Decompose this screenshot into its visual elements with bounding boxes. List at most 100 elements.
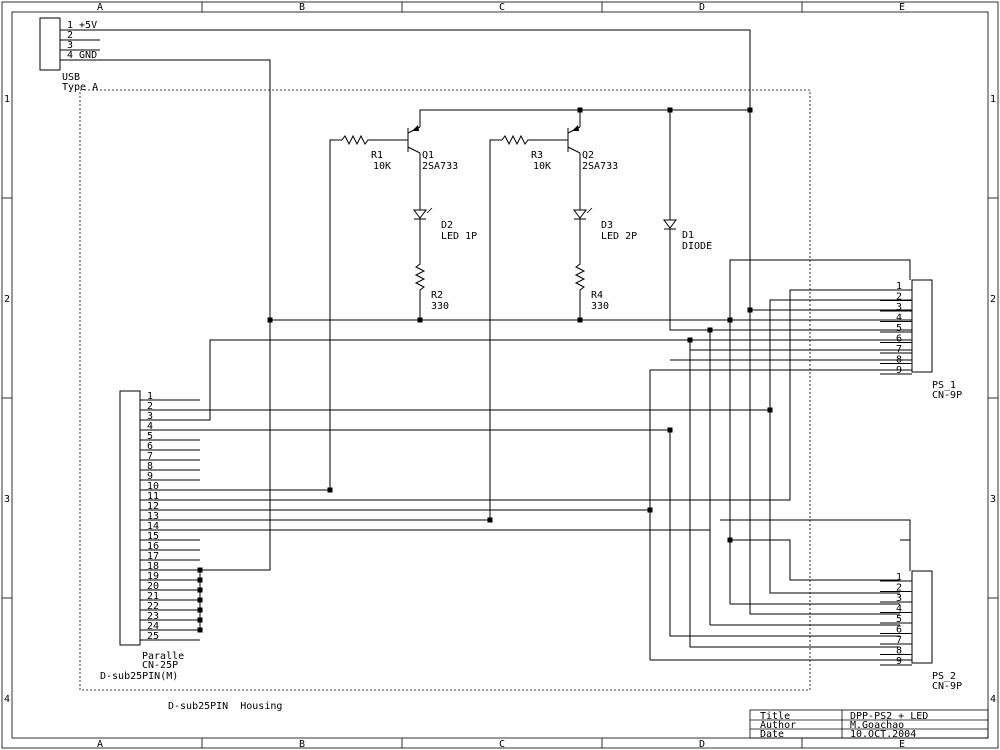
d3-value: LED 2P xyxy=(601,231,637,242)
parallel-pin-6: 6 xyxy=(147,441,153,452)
parallel-pin-18: 18 xyxy=(147,561,159,572)
parallel-pin-11: 11 xyxy=(147,491,159,502)
ps2-label-1: PS_2 xyxy=(932,671,956,682)
housing-label: D-sub25PIN Housing xyxy=(168,701,282,712)
r1-ref: R1 xyxy=(371,150,383,161)
junction-dot xyxy=(747,107,753,113)
row-number-left-2: 2 xyxy=(4,294,10,305)
q1-ref: Q1 xyxy=(422,150,434,161)
ps2-pin-4: 4 xyxy=(896,604,902,615)
ps1-label-2: CN-9P xyxy=(932,390,962,401)
usb-label: USB xyxy=(62,72,80,83)
usb-connector: 1 +5V 2 3 4 GND USB Type A xyxy=(39,17,100,93)
parallel-pin-1: 1 xyxy=(147,391,153,402)
parallel-label-1: Paralle xyxy=(142,651,184,662)
r4-ref: R4 xyxy=(591,290,603,301)
parallel-pin-25: 25 xyxy=(147,631,159,642)
parallel-pin-12: 12 xyxy=(147,501,159,512)
parallel-connector: 1234567891011121314151617181920212223242… xyxy=(100,390,200,682)
r3-value: 10K xyxy=(533,161,551,172)
ps1-pin-1: 1 xyxy=(896,281,902,292)
junction-dot xyxy=(267,317,273,323)
junction-dot xyxy=(727,317,733,323)
col-letter-bottom-c: C xyxy=(499,739,505,750)
junction-dot xyxy=(577,107,583,113)
q2-ref: Q2 xyxy=(582,150,594,161)
ps2-pin-6: 6 xyxy=(896,625,902,636)
housing-outline xyxy=(79,89,811,691)
ps2-pin-7: 7 xyxy=(896,635,902,646)
ps1-pin-2: 2 xyxy=(896,292,902,303)
col-letter-top-d: D xyxy=(699,2,705,13)
junction-dot xyxy=(577,317,583,323)
date-label: Date xyxy=(760,729,784,740)
junction-dot xyxy=(707,327,713,333)
col-letter-top-c: C xyxy=(499,2,505,13)
junction-dot xyxy=(647,507,653,513)
component-labels: R1 10K Q1 2SA733 R3 10K Q2 2SA733 D2 LED… xyxy=(371,150,712,312)
d1-ref: D1 xyxy=(682,230,694,241)
parallel-pin-23: 23 xyxy=(147,611,159,622)
row-number-left-1: 1 xyxy=(4,94,10,105)
ps1-pin-6: 6 xyxy=(896,334,902,345)
col-letter-bottom-a: A xyxy=(97,739,103,750)
title-value: DPP-PS2 + LED xyxy=(850,711,928,722)
r1-value: 10K xyxy=(373,161,391,172)
ps2-pin-2: 2 xyxy=(896,583,902,594)
parallel-pin-24: 24 xyxy=(147,621,159,632)
frame-column-letters: A B C D E A B C D E xyxy=(97,2,905,750)
d2-ref: D2 xyxy=(441,220,453,231)
r3-ref: R3 xyxy=(531,150,543,161)
q1-value: 2SA733 xyxy=(422,161,458,172)
ps2-pin-8: 8 xyxy=(896,646,902,657)
author-label: Author xyxy=(760,720,796,731)
parallel-pin-7: 7 xyxy=(147,451,153,462)
col-letter-top-b: B xyxy=(299,2,305,13)
parallel-pin-10: 10 xyxy=(147,481,159,492)
parallel-pin-4: 4 xyxy=(147,421,153,432)
ps1-pin-5: 5 xyxy=(896,323,902,334)
parallel-pin-13: 13 xyxy=(147,511,159,522)
row-number-right-4: 4 xyxy=(990,694,996,705)
usb-type-label: Type A xyxy=(62,82,98,93)
parallel-pin-8: 8 xyxy=(147,461,153,472)
parallel-label-2: CN-25P xyxy=(142,660,178,671)
usb-pin-3: 3 xyxy=(67,40,73,51)
parallel-pin-21: 21 xyxy=(147,591,159,602)
junction-dot xyxy=(487,517,493,523)
junction-dot xyxy=(747,307,753,313)
r2-value: 330 xyxy=(431,301,449,312)
ps2-pin-1: 1 xyxy=(896,572,902,583)
junction-dot xyxy=(417,317,423,323)
d1-value: DIODE xyxy=(682,241,712,252)
junction-dot xyxy=(727,537,733,543)
ps2-label-2: CN-9P xyxy=(932,681,962,692)
parallel-pin-9: 9 xyxy=(147,471,153,482)
parallel-pin-16: 16 xyxy=(147,541,159,552)
col-letter-bottom-b: B xyxy=(299,739,305,750)
junction-dot xyxy=(767,407,773,413)
d2-value: LED 1P xyxy=(441,231,477,242)
junction-dots xyxy=(197,107,773,633)
parallel-pin-3: 3 xyxy=(147,411,153,422)
ps1-pin-3: 3 xyxy=(896,302,902,313)
col-letter-bottom-e: E xyxy=(899,739,905,750)
ps2-pin-3: 3 xyxy=(896,593,902,604)
junction-dot xyxy=(667,107,673,113)
parallel-pin-15: 15 xyxy=(147,531,159,542)
ps1-pin-4: 4 xyxy=(896,313,902,324)
ps2-pin-9: 9 xyxy=(896,656,902,667)
parallel-label-3: D-sub25PIN(M) xyxy=(100,671,178,682)
junction-dot xyxy=(667,427,673,433)
row-number-left-3: 3 xyxy=(4,494,10,505)
parallel-pin-5: 5 xyxy=(147,431,153,442)
col-letter-bottom-d: D xyxy=(699,739,705,750)
junction-dot xyxy=(687,337,693,343)
usb-pin-2: 2 xyxy=(67,30,73,41)
row-number-right-3: 3 xyxy=(990,494,996,505)
col-letter-top-e: E xyxy=(899,2,905,13)
ps1-label-1: PS_1 xyxy=(932,380,956,391)
